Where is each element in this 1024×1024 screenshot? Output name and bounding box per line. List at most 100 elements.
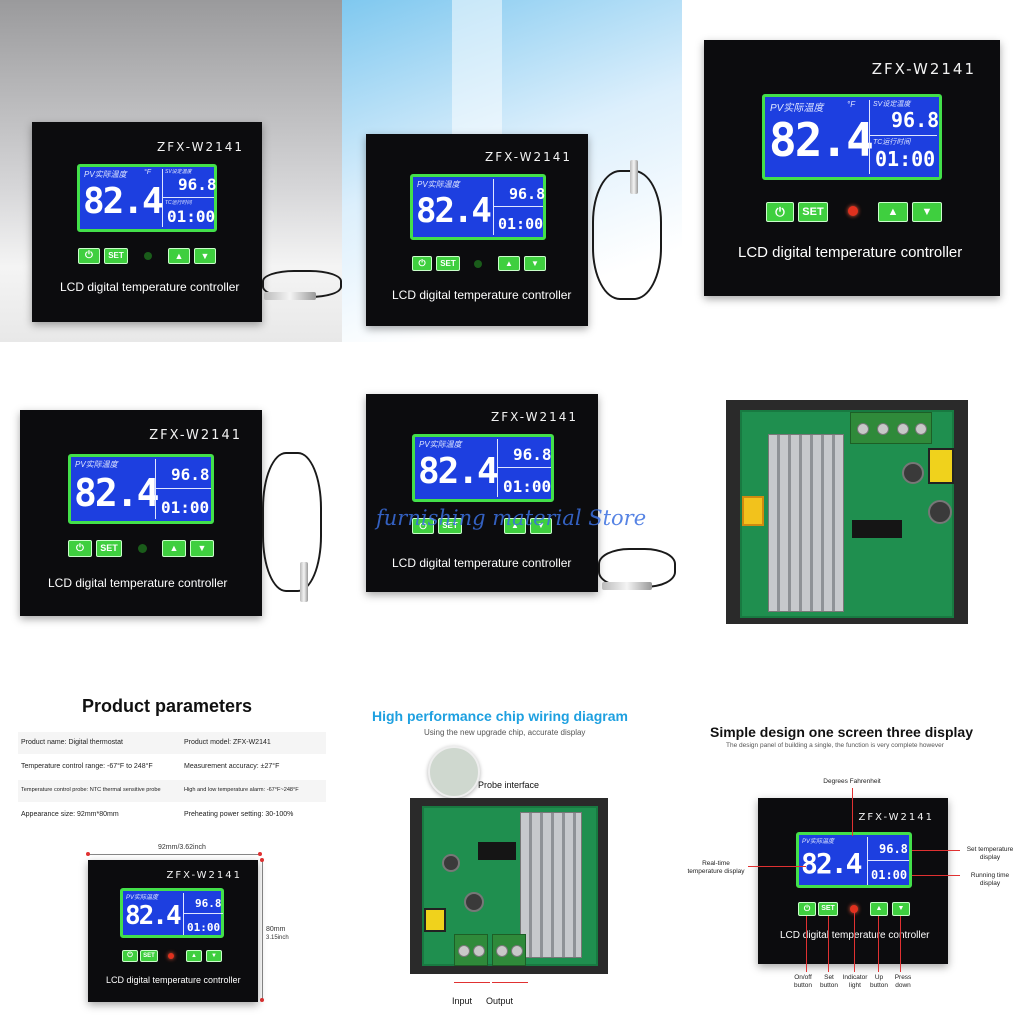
set-button[interactable]: SET (438, 518, 462, 534)
lcd-screen: PV实际温度 82.4 96.8 01:00 (796, 832, 912, 888)
probe-cable (592, 170, 662, 300)
pv-value: 82.4 (801, 847, 862, 880)
pv-label: PV实际温度 (419, 440, 462, 449)
down-button[interactable]: ▼ (892, 902, 910, 916)
down-button[interactable]: ▼ (190, 540, 214, 557)
tc-value: 01:00 (871, 868, 908, 882)
capacitor (902, 462, 924, 484)
lcd-screen: PV实际温度 82.4 96.8 01:00 (412, 434, 554, 502)
pv-value: 82.4 (769, 113, 874, 167)
lcd-screen: PV实际温度 82.4 96.8 01:00 (68, 454, 214, 524)
height-dimension-inch: 3.15inch (266, 935, 289, 941)
probe-tip (300, 562, 308, 602)
down-button[interactable]: ▼ (530, 518, 552, 534)
settemp-annotation: Set temperature display (966, 846, 1014, 861)
ic-chip (852, 520, 902, 538)
indicator-light (168, 953, 174, 959)
up-button[interactable]: ▲ (168, 248, 190, 264)
indicator-annotation: Indicator light (842, 974, 868, 989)
param-cell: Temperature control probe: NTC thermal s… (21, 787, 161, 793)
output-terminal (492, 934, 526, 966)
tc-label: TC运行时间 (165, 200, 192, 206)
up-annotation: Up button (869, 974, 889, 989)
power-button[interactable]: ⏻ (122, 950, 138, 962)
lcd-screen: PV实际温度 °F 82.4 SV设定温度 96.8 TC运行时间 01:00 (762, 94, 942, 180)
power-button[interactable]: ⏻ (412, 256, 432, 271)
down-button[interactable]: ▼ (912, 202, 942, 222)
device-caption: LCD digital temperature controller (48, 576, 228, 590)
up-button[interactable]: ▲ (162, 540, 186, 557)
power-button[interactable]: ⏻ (798, 902, 816, 916)
unit-label: °F (847, 100, 856, 109)
down-annotation: Press down (894, 974, 912, 989)
set-button[interactable]: SET (436, 256, 460, 271)
up-button[interactable]: ▲ (498, 256, 520, 271)
wiring-title: High performance chip wiring diagram (372, 708, 628, 724)
indicator-light (138, 544, 147, 553)
power-button[interactable]: ⏻ (766, 202, 794, 222)
power-button[interactable]: ⏻ (68, 540, 92, 557)
capacitor (442, 854, 460, 872)
pv-value: 82.4 (416, 191, 492, 231)
model-label: ZFX-W2141 (166, 870, 242, 881)
lcd-screen: PV实际温度 82.4 96.8 01:00 (120, 888, 224, 938)
pv-label: PV实际温度 (770, 103, 824, 114)
sv-value: 96.8 (513, 445, 552, 464)
sv-label: SV设定温度 (165, 169, 192, 175)
photo-device-watermark: ZFX-W2141 PV实际温度 82.4 96.8 01:00 ⏻ SET ▲… (342, 342, 682, 684)
probe-tip (630, 160, 638, 194)
simple-subtitle: The design panel of building a single, t… (726, 742, 944, 749)
photo-device-wall: ZFX-W2141 PV实际温度 °F 82.4 SV设定温度 96.8 TC运… (0, 0, 342, 342)
param-cell: Appearance size: 92mm*80mm (21, 811, 119, 818)
set-button[interactable]: SET (140, 950, 158, 962)
tc-value: 01:00 (187, 921, 221, 934)
probe-connector-zoom (428, 746, 480, 798)
power-button[interactable]: ⏻ (412, 518, 434, 534)
ic-chip (478, 842, 516, 860)
controller-device: ZFX-W2141 PV实际温度 °F 82.4 SV设定温度 96.8 TC运… (32, 122, 262, 322)
yellow-component (742, 496, 764, 526)
realtime-annotation: Real-time temperature display (687, 860, 745, 875)
down-button[interactable]: ▼ (524, 256, 546, 271)
up-button[interactable]: ▲ (870, 902, 888, 916)
simple-design-panel: Simple design one screen three display T… (682, 684, 1024, 1024)
set-button[interactable]: SET (96, 540, 122, 557)
param-cell: Measurement accuracy: ±27°F (184, 763, 280, 770)
params-title: Product parameters (82, 696, 253, 716)
sv-value: 96.8 (509, 185, 546, 203)
up-button[interactable]: ▲ (878, 202, 908, 222)
heatsink (768, 434, 844, 612)
sv-value: 96.8 (178, 175, 217, 194)
output-label: Output (486, 996, 514, 1006)
height-dimension: 80mm (266, 926, 286, 933)
down-button[interactable]: ▼ (206, 950, 222, 962)
indicator-light (848, 206, 858, 216)
device-caption: LCD digital temperature controller (106, 975, 241, 985)
param-row: Temperature control probe: NTC thermal s… (18, 780, 326, 802)
pv-label: PV实际温度 (75, 460, 118, 469)
up-button[interactable]: ▲ (186, 950, 202, 962)
set-button[interactable]: SET (798, 202, 828, 222)
lcd-screen: PV实际温度 °F 82.4 SV设定温度 96.8 TC运行时间 01:00 (77, 164, 217, 232)
sv-value: 96.8 (171, 465, 210, 484)
param-row: Temperature control range: -67°F to 248°… (18, 756, 326, 778)
power-button[interactable]: ⏻ (78, 248, 100, 264)
photo-device-blue: ZFX-W2141 PV实际温度 82.4 96.8 01:00 ⏻ SET ▲… (342, 0, 682, 342)
transformer (424, 908, 446, 932)
terminal-block (850, 412, 932, 444)
down-button[interactable]: ▼ (194, 248, 216, 264)
probe-tip (602, 582, 652, 590)
controller-device: ZFX-W2141 PV实际温度 82.4 96.8 01:00 ⏻ SET ▲… (758, 798, 948, 964)
sv-value: 96.8 (891, 108, 940, 132)
input-terminal (454, 934, 488, 966)
up-button[interactable]: ▲ (504, 518, 526, 534)
sv-value: 96.8 (195, 897, 222, 910)
set-button[interactable]: SET (818, 902, 838, 916)
unit-label: °F (144, 169, 152, 176)
param-cell: Temperature control range: -67°F to 248°… (21, 763, 153, 770)
product-parameters-panel: Product parameters Product name: Digital… (0, 684, 342, 1024)
set-button[interactable]: SET (104, 248, 128, 264)
param-cell: Product name: Digital thermostat (21, 739, 123, 746)
store-watermark: furnishing material Store (376, 506, 647, 530)
